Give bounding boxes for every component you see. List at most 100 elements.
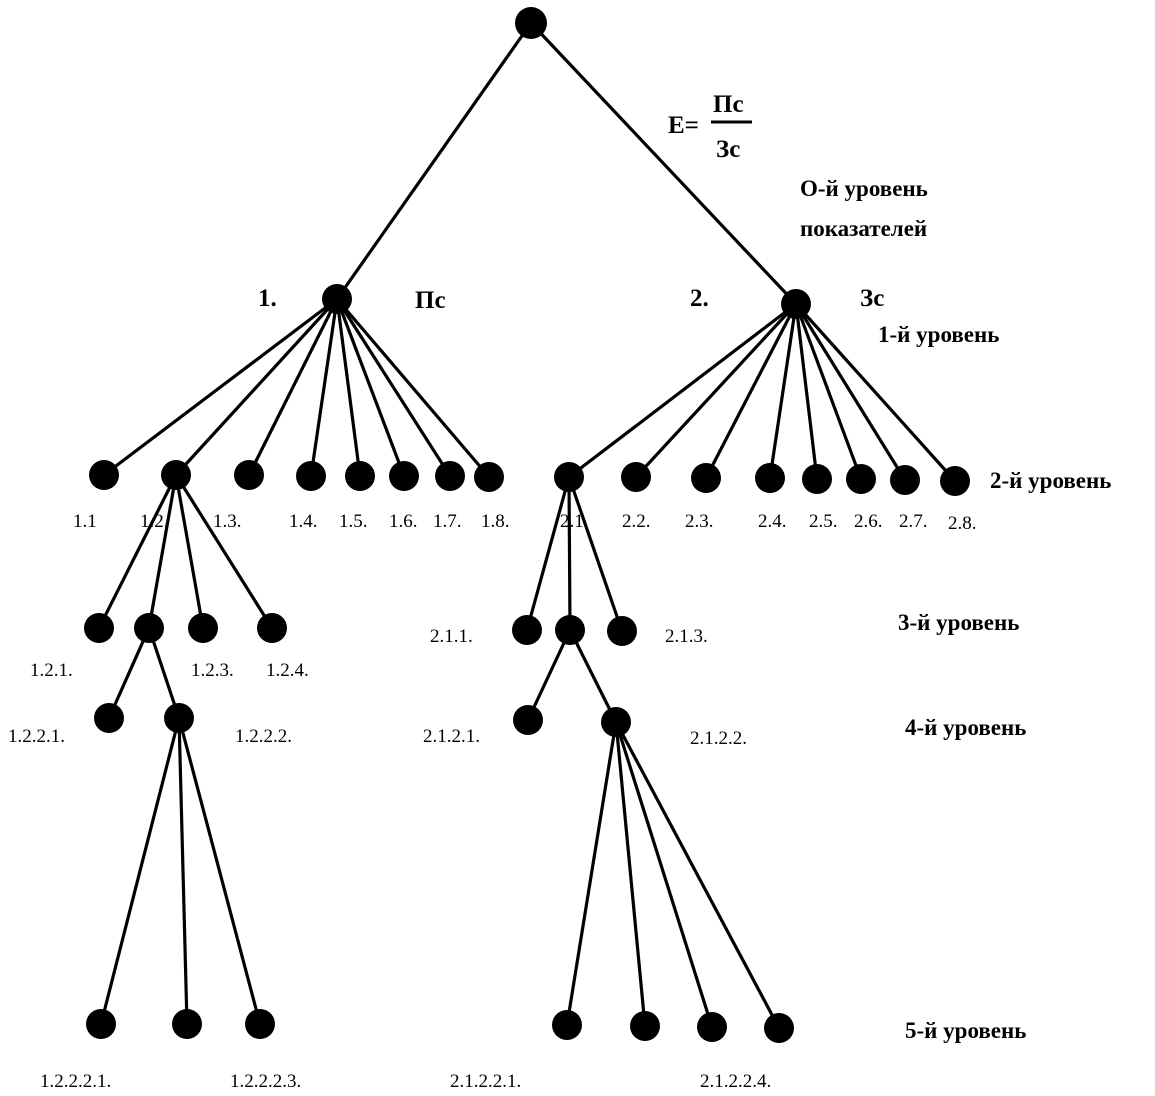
tree-node [555, 615, 585, 645]
tree-edge [309, 297, 339, 478]
tree-edge [247, 297, 339, 477]
tree-edge [794, 302, 907, 482]
tree-edge [174, 473, 274, 630]
tree-node [89, 460, 119, 490]
branch-2-number: 2. [690, 285, 709, 312]
node-label: 2.3. [685, 511, 714, 532]
tree-node [513, 705, 543, 735]
tree-node [630, 1011, 660, 1041]
tree-node [554, 462, 584, 492]
node-label: 2.8. [948, 513, 977, 534]
tree-edge [567, 475, 572, 632]
tree-edge [335, 297, 452, 478]
node-label: 1.2. [140, 511, 169, 532]
tree-edge [526, 628, 572, 722]
tree-edge [177, 716, 189, 1026]
tree-node [188, 613, 218, 643]
tree-edge [794, 302, 863, 481]
node-label: 2.1.2.2.4. [700, 1071, 771, 1092]
node-label: 2.6. [854, 511, 883, 532]
tree-edge [614, 720, 781, 1030]
tree-node [621, 462, 651, 492]
node-label: 1.1 [73, 511, 97, 532]
tree-node [86, 1009, 116, 1039]
tree-node [322, 284, 352, 314]
level-5-title: 5-й уровень [905, 1018, 1026, 1043]
tree-edge [174, 473, 205, 630]
tree-node [296, 461, 326, 491]
tree-node [802, 464, 832, 494]
node-label: 1.4. [289, 511, 318, 532]
tree-node [764, 1013, 794, 1043]
tree-edge [102, 297, 339, 477]
level-1-title: 1-й уровень [878, 322, 999, 347]
node-label: 1.2.2.2.3. [230, 1071, 301, 1092]
tree-node [84, 613, 114, 643]
node-label: 1.3. [213, 511, 242, 532]
level-2-title: 2-й уровень [990, 468, 1111, 493]
tree-node [245, 1009, 275, 1039]
node-label: 2.5. [809, 511, 838, 532]
level-3-title: 3-й уровень [898, 610, 1019, 635]
node-label: 2.1.1. [430, 626, 473, 647]
tree-edge [147, 473, 178, 630]
formula-numerator: Пс [713, 91, 744, 118]
tree-edge [794, 302, 819, 481]
tree-edge [147, 626, 181, 720]
tree-edge [97, 473, 178, 630]
node-label: 2.1.2.2. [690, 728, 747, 749]
tree-edge [335, 21, 533, 301]
tree-edge [335, 297, 491, 479]
branch-2-name: Зс [860, 285, 884, 312]
tree-node [164, 703, 194, 733]
tree-edge [335, 297, 362, 478]
tree-edges [97, 21, 957, 1030]
tree-edge [614, 720, 714, 1029]
tree-node [474, 462, 504, 492]
tree-node [94, 703, 124, 733]
level-0-title-line1: О-й уровень [800, 176, 928, 201]
tree-edge [99, 716, 181, 1026]
tree-node [512, 615, 542, 645]
tree-node [161, 460, 191, 490]
branch-1-name: Пс [415, 287, 446, 314]
tree-root-node [515, 7, 547, 39]
tree-edge [634, 302, 798, 479]
node-label: 1.7. [433, 511, 462, 532]
node-label: 1.2.2.2.1. [40, 1071, 111, 1092]
tree-node [755, 463, 785, 493]
tree-node [601, 707, 631, 737]
node-label: 2.4. [758, 511, 787, 532]
tree-edge [794, 302, 957, 483]
tree-node [172, 1009, 202, 1039]
tree-node [691, 463, 721, 493]
level-0-title-line2: показателей [800, 216, 927, 241]
tree-edge [768, 302, 798, 480]
tree-node [345, 461, 375, 491]
tree-edge [567, 302, 798, 479]
node-label: 1.2.4. [266, 660, 309, 681]
tree-edge [565, 720, 618, 1027]
tree-edge [568, 628, 618, 724]
tree-node [234, 460, 264, 490]
tree-node [890, 465, 920, 495]
tree-edge [614, 720, 647, 1028]
tree-node [697, 1012, 727, 1042]
tree-node [846, 464, 876, 494]
tree-edge [335, 297, 406, 478]
tree-edge [567, 475, 624, 633]
node-label: 2.1.2.1. [423, 726, 480, 747]
node-label: 2.1.2.2.1. [450, 1071, 521, 1092]
node-label: 2.1. [560, 511, 589, 532]
tree-edge [525, 475, 571, 632]
node-label: 2.7. [899, 511, 928, 532]
formula-lhs: E= [668, 112, 699, 139]
tree-node [607, 616, 637, 646]
branch-1-number: 1. [258, 285, 277, 312]
tree-nodes [84, 7, 970, 1043]
tree-node [781, 289, 811, 319]
node-label: 1.6. [389, 511, 418, 532]
node-label: 1.2.1. [30, 660, 73, 681]
formula-denominator: Зс [716, 136, 740, 163]
node-label: 1.2.3. [191, 660, 234, 681]
